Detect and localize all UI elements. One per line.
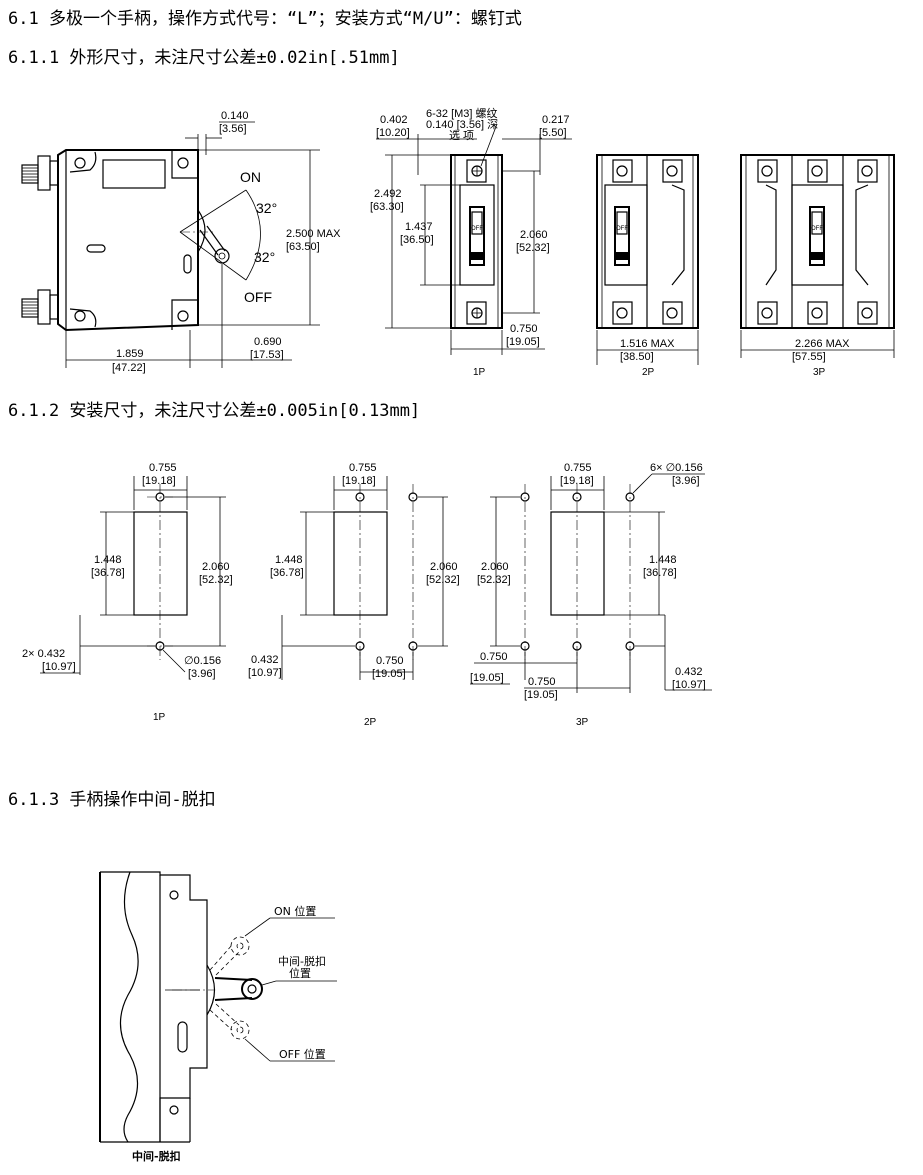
section-6-1-3-heading: 6.1.3 手柄操作中间-脱扣 [8,790,216,810]
front-2p-drawing: OFF 1.516 MAX [38.50] 2P [596,154,699,378]
dim-1020: [10.20] [376,127,410,139]
mounting-3p-drawing: 0.755 [19.18] 6× ∅0.156 [3.96] 2.060 [52… [470,462,712,728]
front-1p-drawing: OFF 2.492 [63.30] 1.437 [36.50] 2.060 [5… [370,106,572,378]
m1-dim-0432: 2× 0.432 [22,648,65,660]
front-3p-drawing: OFF 2.266 MAX [57.55] 3P [740,154,895,378]
m2-dim-1918: [19.18] [342,475,376,487]
m3-dim-1905b: [19.05] [524,689,558,701]
dim-356: [3.56] [219,123,247,135]
dim-0140: 0.140 [221,110,249,122]
mounting-1p-drawing: 0.755 [19.18] 1.448 [36.78] 2.060 [52.32… [22,462,233,723]
dim-5757: [57.55] [792,351,826,363]
m1-caption: 1P [153,712,166,723]
m3-dim-396: [3.96] [672,475,700,487]
m1-dim-2060: 2.060 [202,561,230,573]
off-mark-2p: OFF [616,226,628,232]
off-mark-3p: OFF [811,226,823,232]
m2-dim-0750: 0.750 [376,655,404,667]
caption-2p: 2P [642,367,655,378]
m2-caption: 2P [364,717,377,728]
angle-up-label: 32° [256,200,277,216]
m2-dim-1905: [19.05] [372,668,406,680]
handle-position-drawing: ON 位置 中间-脱扣 位置 OFF 位置 中间-脱扣 [99,871,337,1163]
caption-1p: 1P [473,367,486,378]
off-label: OFF [244,289,272,305]
m1-dim-396: [3.96] [188,668,216,680]
dim-3850: [38.50] [620,351,654,363]
m2-dim-1448: 1.448 [275,554,303,566]
m3-dim-0750a: 0.750 [480,651,508,663]
off-mark-1p: OFF [471,226,483,232]
m2-dim-5232: [52.32] [426,574,460,586]
on-label: ON [240,169,261,185]
dim-550: [5.50] [539,127,567,139]
dim-2492: 2.492 [374,188,402,200]
m1-dim-1918: [19.18] [142,475,176,487]
m2-dim-0755: 0.755 [349,462,377,474]
m2-dim-0432: 0.432 [251,654,279,666]
dim-0217: 0.217 [542,114,570,126]
handle-off-label: OFF 位置 [279,1047,326,1061]
dim-2060: 2.060 [520,229,548,241]
dim-0750: 0.750 [510,323,538,335]
section-6-1-1-heading: 6.1.1 外形尺寸，未注尺寸公差±0.02in[.51mm] [8,48,400,68]
m3-dim-0755: 0.755 [564,462,592,474]
m3-dim-1918: [19.18] [560,475,594,487]
m3-dim-0750b: 0.750 [528,676,556,688]
section-6-1-heading: 6.1 多极一个手柄，操作方式代号：“L”；安装方式“M/U”：螺钉式 [8,9,522,29]
handle-on-label: ON 位置 [274,904,316,918]
m3-dim-5232: [52.32] [477,574,511,586]
dim-6350: [63.50] [286,241,320,253]
dim-0690: 0.690 [254,336,282,348]
dim-0402: 0.402 [380,114,408,126]
dim-1905: [19.05] [506,336,540,348]
m1-dim-1448: 1.448 [94,554,122,566]
dim-1437: 1.437 [405,221,433,233]
section-6-1-2-heading: 6.1.2 安装尺寸，未注尺寸公差±0.005in[0.13mm] [8,401,421,421]
m3-dim-0432: 0.432 [675,666,703,678]
thread-note-1: 6-32 [M3] 螺纹 [426,106,498,120]
dim-3650: [36.50] [400,234,434,246]
m3-dim-3678: [36.78] [643,567,677,579]
m2-dim-1097: [10.97] [248,667,282,679]
m2-dim-3678: [36.78] [270,567,304,579]
m1-dim-1097: [10.97] [42,661,76,673]
bottom-terminal [21,289,59,325]
dim-2500: 2.500 MAX [286,228,341,240]
handle-mid-label-2: 位置 [289,966,311,980]
dim-6330: [63.30] [370,201,404,213]
m1-dim-3678: [36.78] [91,567,125,579]
mounting-2p-drawing: 0.755 [19.18] 1.448 [36.78] 2.060 [52.32… [248,462,460,728]
m2-dim-2060: 2.060 [430,561,458,573]
thread-note-2: 0.140 [3.56] 深 [426,118,498,131]
handle-mid-label-1: 中间-脱扣 [278,954,326,968]
caption-3p: 3P [813,367,826,378]
dim-4722: [47.22] [112,362,146,374]
top-terminal [21,155,59,191]
dim-1859: 1.859 [116,348,144,360]
m3-dim-0156: 6× ∅0.156 [650,462,703,474]
m3-dim-1448: 1.448 [649,554,677,566]
m3-dim-1097: [10.97] [672,679,706,691]
thread-note-3: 选 项 [449,129,474,142]
side-view-drawing: ON OFF 32° 32° 0.140 [3.56] 2.500 MAX [6… [21,110,341,374]
dim-2266: 2.266 MAX [795,338,850,350]
m1-dim-0156: ∅0.156 [184,655,221,667]
angle-down-label: 32° [254,249,275,265]
m3-dim-2060: 2.060 [481,561,509,573]
handle-caption: 中间-脱扣 [132,1149,181,1163]
dim-5232: [52.32] [516,242,550,254]
m1-dim-0755: 0.755 [149,462,177,474]
m3-caption: 3P [576,717,589,728]
dim-1753: [17.53] [250,349,284,361]
m3-dim-1905a: [19.05] [470,672,504,684]
m1-dim-5232: [52.32] [199,574,233,586]
dim-1516: 1.516 MAX [620,338,675,350]
